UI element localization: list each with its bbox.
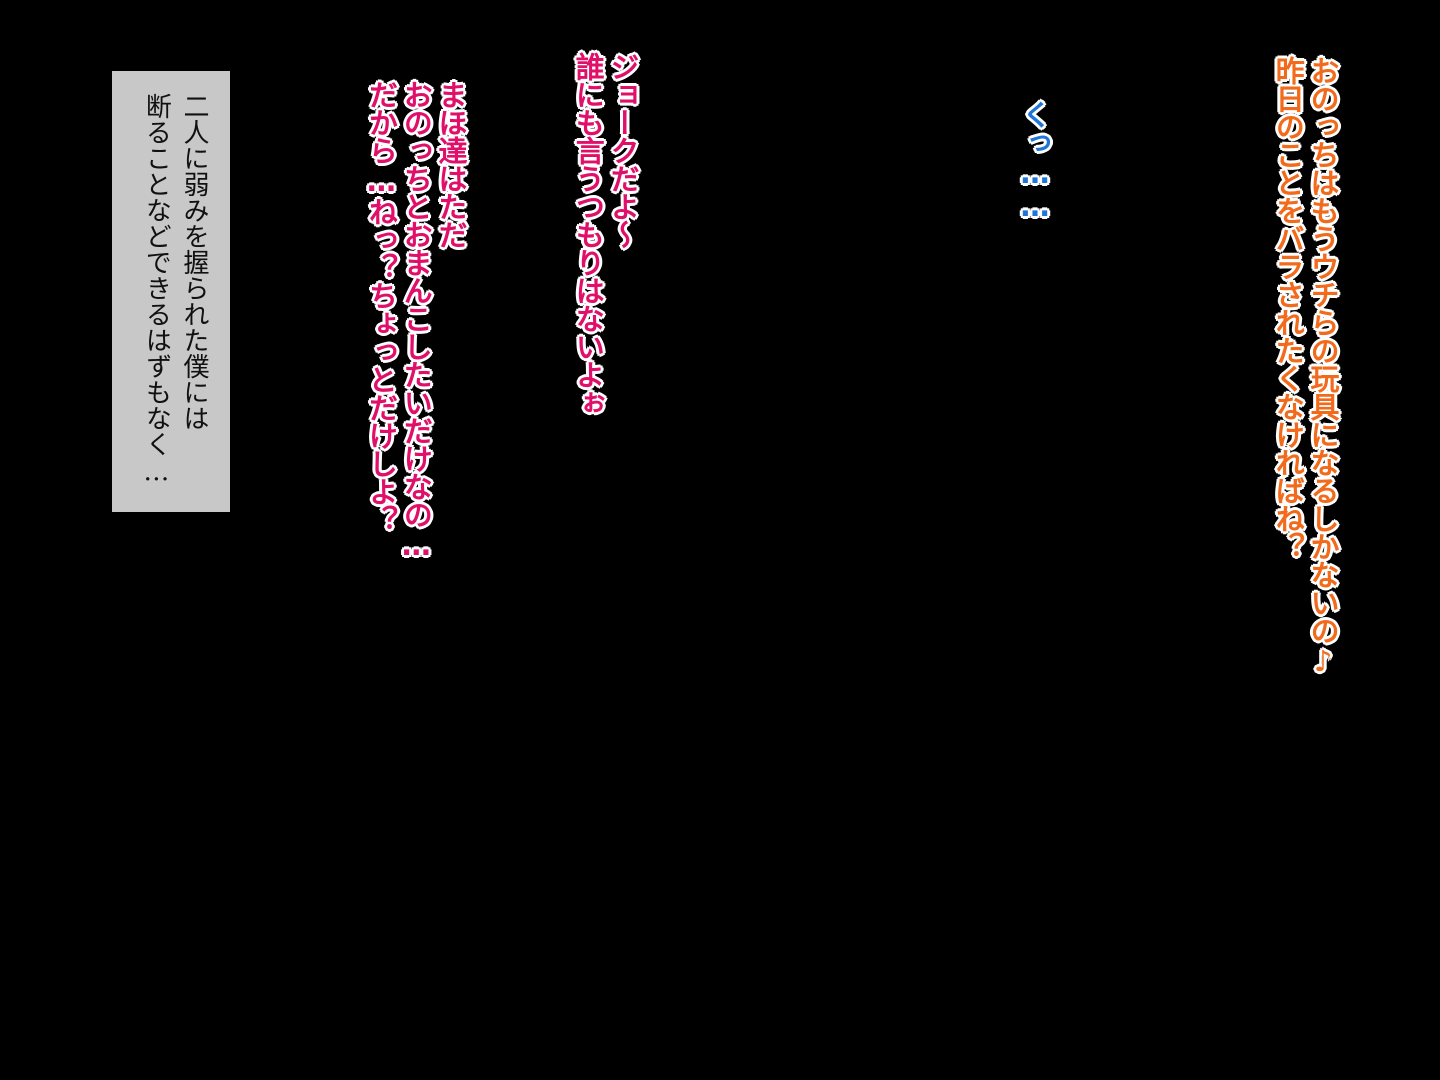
dialog-orange-line-1: おのっちはもうウチらの玩具になるしかないの♪: [1306, 56, 1340, 677]
narration-line-1: 二人に弱みを握られた僕には: [179, 93, 209, 431]
dialog-orange: おのっちはもうウチらの玩具になるしかないの♪ 昨日のことをバラされたくなければね…: [1260, 56, 1340, 677]
dialog-orange-line-2: 昨日のことをバラされたくなければね？: [1271, 56, 1306, 560]
dialog-blue-line-1: くっ……: [1018, 100, 1052, 222]
narration-box: 二人に弱みを握られた僕には 断ることなどできるはずもなく…: [112, 71, 230, 512]
dialog-pink-first: ジョークだよ～ 誰にも言うつもりはないよぉ: [556, 52, 640, 416]
dialog-blue: くっ……: [1012, 100, 1052, 222]
narration-line-2: 断ることなどできるはずもなく…: [141, 93, 172, 487]
narration-text: 二人に弱みを握られた僕には 断ることなどできるはずもなく…: [137, 93, 212, 487]
dialog-pink-first-line-1: ジョークだよ～: [606, 52, 640, 248]
dialog-pink-second-line-2: おのっちとおまんこしたいだけなの…: [399, 80, 434, 561]
dialog-pink-second-line-1: まほ達はただ: [434, 80, 468, 248]
dialog-pink-first-line-2: 誰にも言うつもりはないよぉ: [571, 52, 606, 416]
dialog-pink-second-line-3: だから…ねっ？ちょっとだけしよ？: [364, 80, 399, 533]
dialog-pink-second: まほ達はただ おのっちとおまんこしたいだけなの… だから…ねっ？ちょっとだけしよ…: [358, 80, 468, 561]
